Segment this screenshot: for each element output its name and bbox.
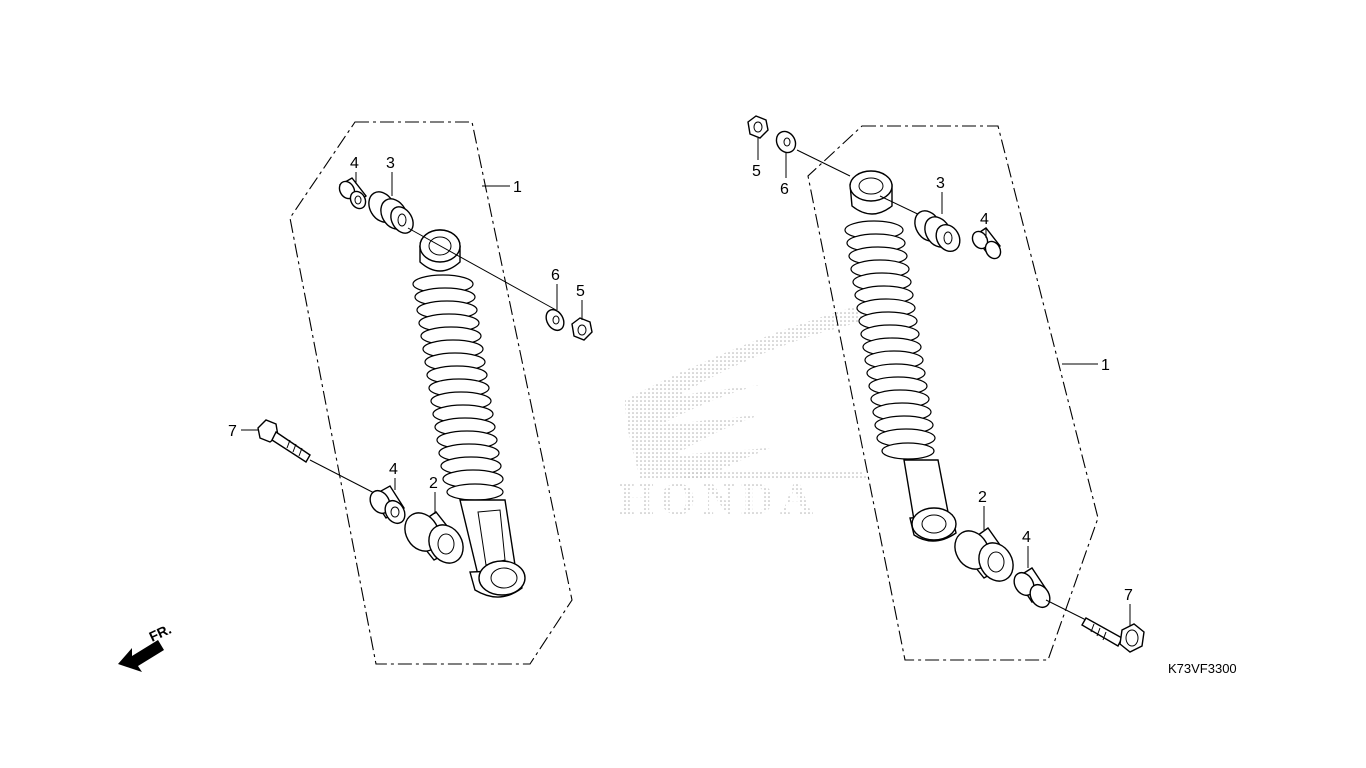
right-callout-5: 5 (752, 163, 761, 180)
right-assembly-boundary (807, 125, 1099, 661)
left-rubber-bushing (368, 191, 414, 234)
svg-text:HONDA: HONDA (618, 473, 819, 524)
right-callout-1: 1 (1101, 357, 1110, 374)
right-top-eye (849, 170, 893, 202)
left-collar-lower (369, 485, 406, 525)
right-nut (747, 115, 769, 139)
right-collar-upper (971, 227, 1002, 260)
right-washer (775, 130, 797, 154)
left-spring (412, 274, 504, 501)
right-callout-3: 3 (936, 175, 945, 192)
diagram-code: K73VF3300 (1168, 661, 1237, 676)
left-callout-6: 6 (551, 267, 560, 284)
front-direction-label: FR. (147, 621, 174, 645)
left-nut (571, 317, 593, 341)
left-bolt (257, 419, 311, 463)
right-rubber-bushing (914, 210, 961, 253)
left-assembly-boundary (289, 121, 573, 665)
right-bolt (1081, 617, 1145, 653)
left-callout-4-lower: 4 (389, 461, 398, 478)
right-collar-lower (1013, 567, 1051, 609)
left-washer (545, 308, 565, 332)
left-callout-7: 7 (228, 423, 237, 440)
right-callout-4-lower: 4 (1022, 529, 1031, 546)
left-callout-3: 3 (386, 155, 395, 172)
left-callout-5: 5 (576, 283, 585, 300)
right-callout-2: 2 (978, 489, 987, 506)
right-lower-bushing (954, 527, 1014, 582)
left-bottom-eye (478, 560, 526, 596)
front-direction-arrow-icon: FR. (118, 621, 174, 672)
left-callout-4-upper: 4 (350, 155, 359, 172)
right-callout-7: 7 (1124, 587, 1133, 604)
right-bottom-eye (911, 507, 957, 541)
left-lower-bushing (404, 511, 464, 564)
right-callout-4-upper: 4 (980, 211, 989, 228)
left-callout-2: 2 (429, 475, 438, 492)
right-spring (844, 220, 936, 460)
honda-wing-logo-watermark: HONDA (618, 300, 880, 524)
left-collar-upper (338, 177, 368, 210)
left-shock-assembly: 1 4 3 6 5 7 4 2 (228, 121, 593, 665)
right-shock-assembly: 5 6 3 4 1 2 4 7 (747, 115, 1145, 661)
left-callout-1: 1 (513, 179, 522, 196)
right-callout-6: 6 (780, 181, 789, 198)
